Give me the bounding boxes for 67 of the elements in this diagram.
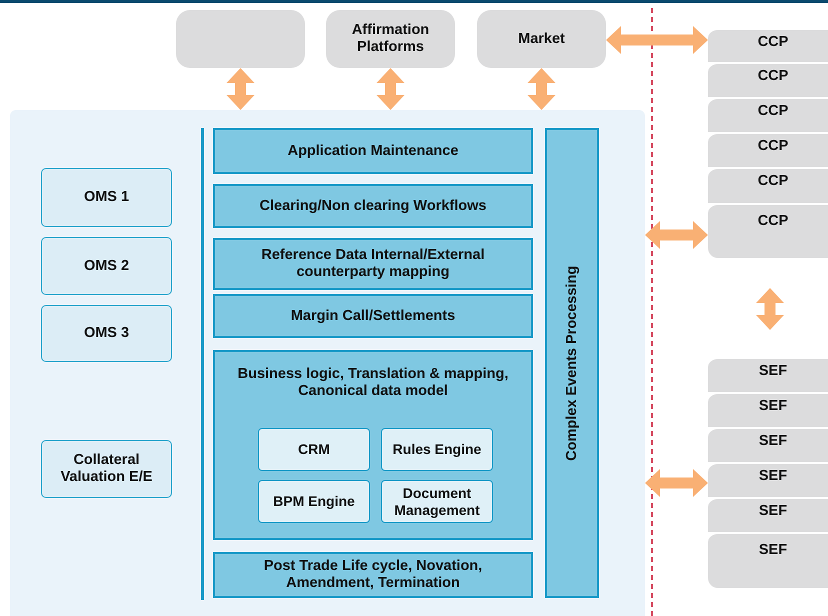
node-label: Collateral Valuation E/E [60,452,154,486]
platform-panel [10,110,645,616]
node-label: SEF [758,468,788,485]
system-box [41,237,172,295]
node-label: OMS 3 [84,325,130,342]
system-box [41,168,172,227]
stacked-card [708,203,828,258]
node-label: Market [518,30,565,48]
node-label: Reference Data Internal/External counterparty mapping [260,247,486,281]
node-label: OMS 2 [84,258,130,274]
node-label: BPM Engine [273,493,355,510]
external-system-box [326,10,455,68]
node-label: Affirmation Platforms [350,22,430,56]
module-box [213,294,533,338]
node-label: CRM [298,441,330,458]
node-label: Complex Events Processing [564,265,580,460]
node-label: SEF [758,363,788,380]
node-label: SEF [758,503,788,520]
module-box [213,128,533,174]
stacked-card [708,462,828,497]
node-label: SEF [758,542,788,559]
double-arrow [645,221,708,249]
node-label: Rules Engine [392,441,482,458]
node-label: SEF [758,398,788,415]
node-label: Clearing/Non clearing Workflows [260,198,486,214]
node-label: OMS 1 [84,189,130,206]
stacked-card [708,532,828,588]
system-box [41,440,172,498]
stacked-card [708,132,828,167]
stacked-card [708,97,828,132]
node-label: Business logic, Translation & mapping, Canonical data model [237,366,509,400]
double-arrow [376,68,404,110]
module-box [213,350,533,540]
double-arrow [528,68,556,110]
node-label: Post Trade Life cycle, Novation, Amendment, Termination [262,558,484,592]
component-box [381,480,493,523]
external-system-box [477,10,606,68]
external-system-box [176,10,305,68]
module-box [545,128,599,598]
stacked-card [708,167,828,203]
module-box [213,552,533,598]
stacked-card [708,62,828,97]
component-box [258,428,370,471]
stacked-card [708,28,828,62]
node-label: CCP [758,34,788,51]
module-box [213,184,533,228]
component-box [258,480,370,523]
double-arrow [756,288,784,330]
stacked-card [708,427,828,462]
component-box [381,428,493,471]
module-box [213,238,533,290]
stacked-card [708,357,828,392]
system-box [41,305,172,362]
double-arrow [226,68,254,110]
node-label: CCP [758,138,788,155]
node-label: Application Maintenance [288,142,458,160]
node-label: CCP [758,173,788,190]
stacked-card [708,497,828,532]
node-label: CCP [758,213,788,230]
double-arrow [645,469,708,497]
stacked-card [708,392,828,427]
node-label: CCP [758,68,788,85]
node-label: Document Management [393,485,481,518]
node-label: Margin Call/Settlements [290,308,456,324]
node-label: CCP [758,103,788,120]
double-arrow [606,26,708,54]
node-label: SEF [758,433,788,450]
